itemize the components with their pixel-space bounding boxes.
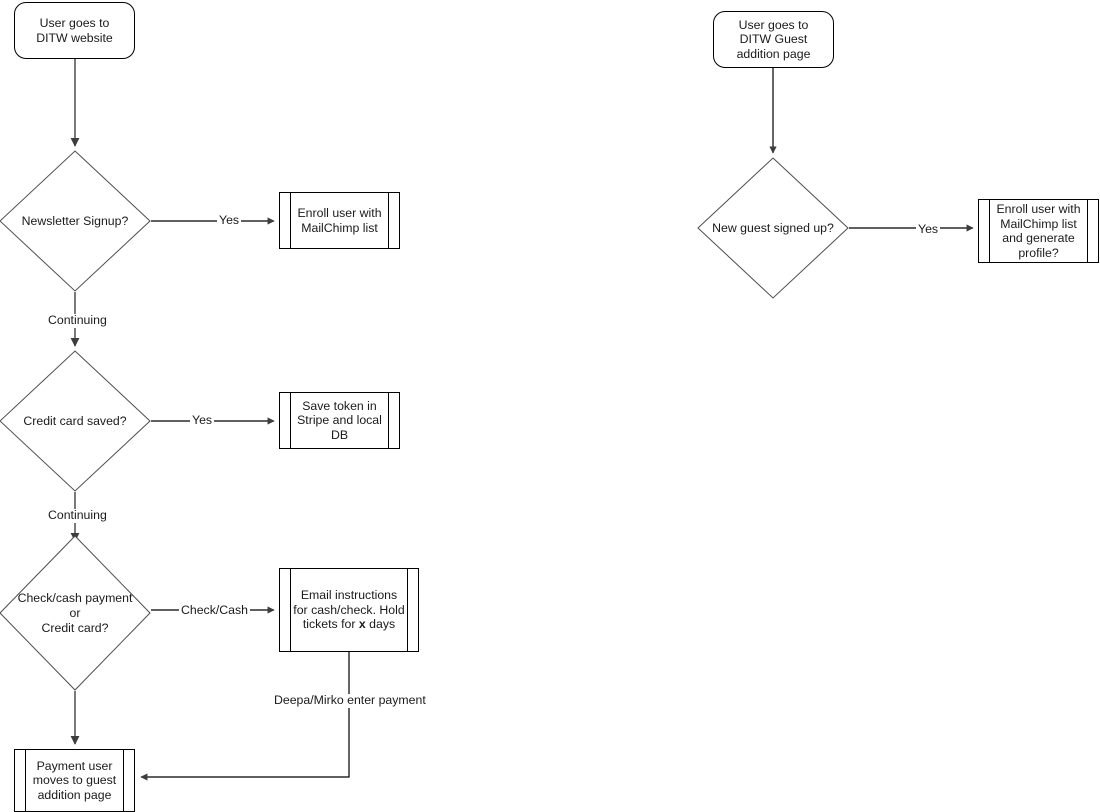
diamond-shape-newsletter — [0, 150, 151, 292]
node-email-instructions-label: Email instructions for cash/check. Hold … — [293, 588, 405, 632]
node-payment-user-moves-label: Payment user moves to guest addition pag… — [32, 758, 117, 802]
edge-email-to-paymentuser — [140, 652, 350, 781]
payment-type-line-3: Credit card? — [41, 620, 109, 635]
node-newsletter-signup-label: Newsletter Signup? — [21, 213, 129, 228]
node-payment-type[interactable]: Check/cash payment or Credit card? — [0, 535, 151, 691]
edge-label-check-cash: Check/Cash — [179, 603, 250, 618]
diamond-shape-paymenttype — [0, 535, 151, 691]
edge-label-continuing-1: Continuing — [46, 313, 109, 328]
node-enroll-generate-profile-label: Enroll user with MailChimp list and gene… — [996, 202, 1081, 260]
node-credit-card-saved[interactable]: Credit card saved? — [0, 350, 151, 492]
node-start-guest-page-label: User goes to DITW Guest addition page — [736, 17, 811, 61]
node-new-guest-signed-up-label: New guest signed up? — [712, 220, 834, 235]
edge-label-deepa-mirko: Deepa/Mirko enter payment — [272, 693, 428, 708]
payment-type-line-1: Check/cash payment — [17, 590, 133, 605]
diamond-shape-newguest — [697, 157, 849, 299]
node-payment-user-moves[interactable]: Payment user moves to guest addition pag… — [14, 749, 135, 812]
node-credit-card-saved-label: Credit card saved? — [23, 413, 127, 428]
node-newsletter-signup[interactable]: Newsletter Signup? — [0, 150, 151, 292]
edge-label-yes-credit-card: Yes — [190, 413, 215, 428]
node-enroll-mailchimp-label: Enroll user with MailChimp list — [297, 206, 382, 235]
node-email-instructions[interactable]: Email instructions for cash/check. Hold … — [279, 568, 419, 652]
diamond-shape-creditcard — [0, 350, 151, 492]
edge-label-continuing-2: Continuing — [46, 508, 109, 523]
payment-type-line-2: or — [69, 605, 81, 620]
node-start-website[interactable]: User goes to DITW website — [14, 2, 135, 59]
node-new-guest-signed-up[interactable]: New guest signed up? — [697, 157, 849, 299]
node-save-token-label: Save token in Stripe and local DB — [297, 398, 382, 442]
edge-label-yes-new-guest: Yes — [916, 222, 941, 237]
node-start-website-label: User goes to DITW website — [36, 16, 113, 45]
node-enroll-mailchimp[interactable]: Enroll user with MailChimp list — [279, 192, 400, 249]
node-save-token[interactable]: Save token in Stripe and local DB — [279, 392, 400, 449]
edge-label-yes-newsletter: Yes — [217, 213, 242, 228]
node-start-guest-page[interactable]: User goes to DITW Guest addition page — [713, 11, 834, 68]
node-enroll-generate-profile[interactable]: Enroll user with MailChimp list and gene… — [978, 199, 1099, 263]
node-payment-type-label: Check/cash payment or Credit card? — [18, 591, 133, 636]
